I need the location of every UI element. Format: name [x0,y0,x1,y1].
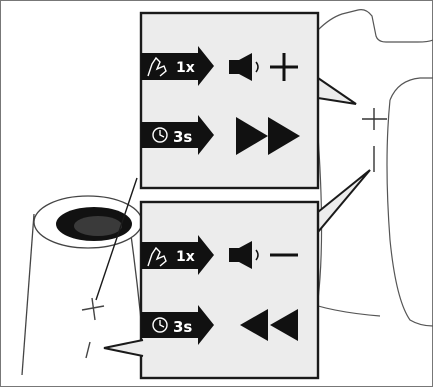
top-panel: 1x 3s [139,11,320,190]
speaker-top-center [74,216,122,236]
rewind-icon [240,309,298,341]
bottom-row2-label: 3s [141,305,214,345]
volume-down-icon [229,241,298,269]
bottom-callout-tail [317,169,371,235]
fast-forward-icon [236,117,300,155]
bottom-duration-text: 3s [173,318,192,336]
top-duration-text: 3s [173,128,192,146]
minus-symbol-small [85,341,91,359]
clock-icon [152,127,168,143]
plus-symbol-small [81,297,105,321]
volume-up-icon [229,53,298,81]
bottom-panel: 1x 3s [139,200,320,380]
small-speaker-callout-tail [103,339,144,357]
top-count-text: 1x [176,60,195,76]
tap-hand-icon [147,246,167,267]
tap-hand-icon [147,56,167,77]
speaker-outline-large [299,9,433,327]
top-row2-label: 3s [141,115,214,155]
clock-icon [152,317,168,333]
bottom-count-text: 1x [176,249,195,265]
leader-line [95,177,138,301]
top-row1-label: 1x [141,46,214,86]
top-callout-tail [317,76,357,105]
plus-symbol-large [362,108,387,130]
bottom-row1-label: 1x [141,235,214,275]
